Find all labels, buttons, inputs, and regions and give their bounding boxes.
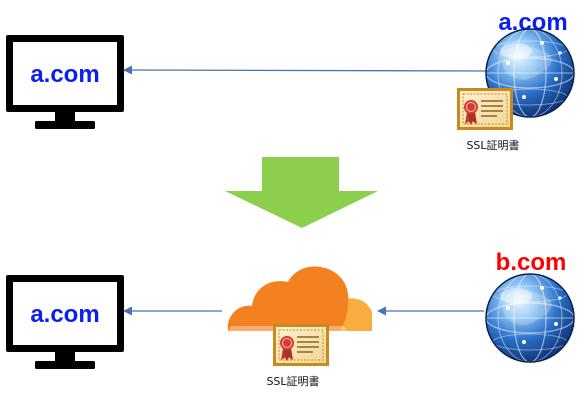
cloudflare-cloud-icon — [227, 266, 372, 331]
globe-icon — [485, 273, 575, 363]
bottom-client-monitor: a.com — [6, 275, 124, 369]
down-arrow-icon — [225, 157, 378, 228]
bottom-certificate-label: SSL証明書 — [266, 374, 319, 388]
top-server: a.com SSL証明書 — [456, 9, 575, 152]
certificate-icon — [272, 323, 330, 367]
top-client-monitor: a.com — [6, 35, 124, 129]
bottom-server: b.com — [485, 249, 575, 363]
top-connection-arrow — [123, 65, 489, 75]
bottom-client-domain: a.com — [30, 301, 99, 328]
top-certificate-label: SSL証明書 — [466, 138, 519, 152]
bottom-server-domain: b.com — [496, 249, 567, 276]
top-client-domain: a.com — [30, 61, 99, 88]
certificate-icon — [456, 87, 514, 131]
